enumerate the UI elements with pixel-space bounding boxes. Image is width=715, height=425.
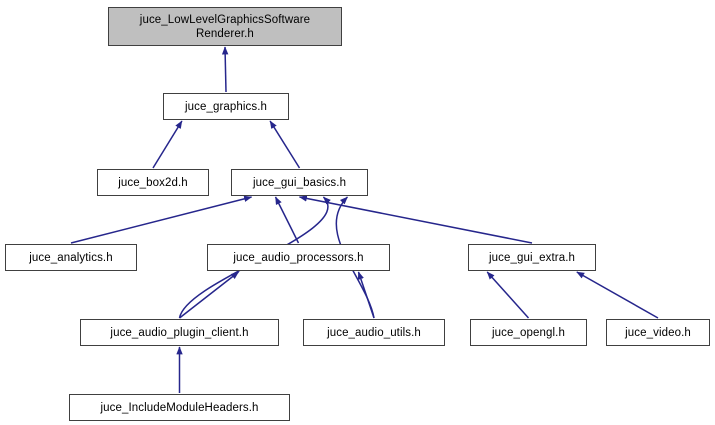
graph-edge-audio_utils-to-audio_processors [357,271,375,319]
graph-node-label: juce_box2d.h [118,176,188,189]
graph-node-include_module_headers[interactable]: juce_IncludeModuleHeaders.h [69,394,290,421]
graph-node-label: juce_audio_utils.h [327,326,421,339]
graph-edge-audio_plugin_client-to-audio_processors [179,271,239,319]
graph-node-analytics[interactable]: juce_analytics.h [5,244,137,271]
graph-node-label: juce_gui_basics.h [252,176,347,189]
graph-node-box2d[interactable]: juce_box2d.h [97,169,209,196]
graph-node-label: juce_graphics.h [184,100,268,113]
graph-node-label: juce_audio_plugin_client.h [110,326,249,339]
graph-node-label: juce_LowLevelGraphicsSoftware Renderer.h [139,13,311,40]
graph-node-gui_extra[interactable]: juce_gui_extra.h [468,244,596,271]
graph-node-graphics[interactable]: juce_graphics.h [163,93,289,120]
graph-edge-gui_basics-to-graphics [269,120,301,169]
graph-edge-gui_extra-to-gui_basics [298,195,533,244]
graph-node-gui_basics[interactable]: juce_gui_basics.h [231,169,368,196]
graph-edge-box2d-to-graphics [152,120,183,169]
graph-node-label: juce_opengl.h [492,326,565,339]
graph-edge-analytics-to-gui_basics [70,195,253,244]
graph-node-label: juce_gui_extra.h [489,251,575,264]
graph-node-label: juce_video.h [625,326,691,339]
graph-edge-opengl-to-gui_extra [486,271,530,319]
graph-edge-graphics-to-low_level_graphics_software_renderer [221,46,229,93]
graph-node-audio_utils[interactable]: juce_audio_utils.h [303,319,445,346]
graph-node-label: juce_analytics.h [29,251,113,264]
graph-node-label: juce_audio_processors.h [233,251,364,264]
graph-node-label: juce_IncludeModuleHeaders.h [100,401,259,414]
graph-node-opengl[interactable]: juce_opengl.h [470,319,587,346]
graph-node-audio_processors[interactable]: juce_audio_processors.h [207,244,390,271]
graph-edge-video-to-gui_extra [576,271,659,319]
graph-edge-audio_processors-to-gui_basics [274,196,300,244]
graph-node-audio_plugin_client[interactable]: juce_audio_plugin_client.h [80,319,279,346]
graph-node-low_level_graphics_software_renderer[interactable]: juce_LowLevelGraphicsSoftware Renderer.h [108,7,342,46]
graph-node-video[interactable]: juce_video.h [606,319,710,346]
